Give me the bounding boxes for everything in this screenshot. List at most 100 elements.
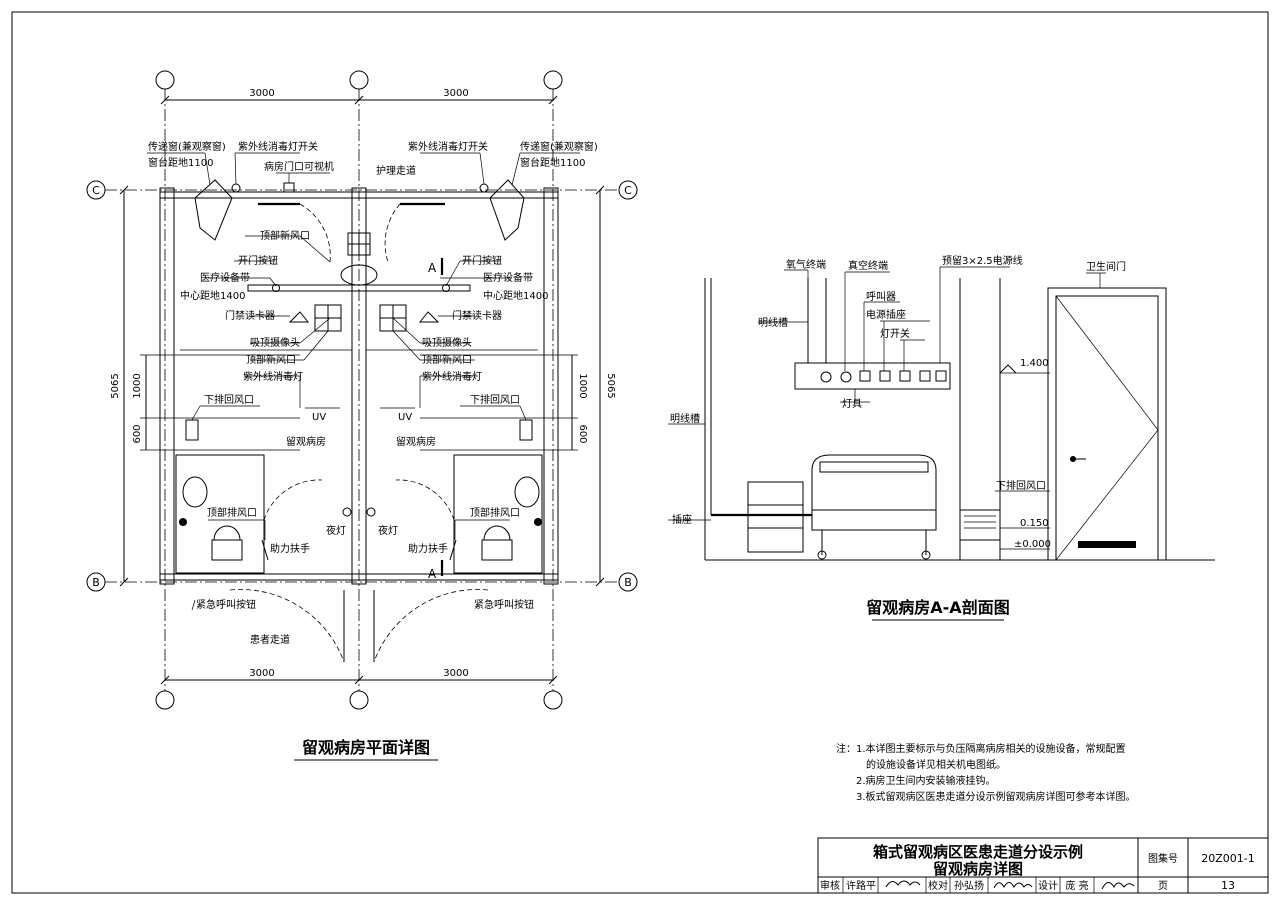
open-button-right-icon [442, 284, 450, 292]
label-caller: 呼叫器 [866, 291, 896, 303]
titleblock-review-name: 许路平 [846, 879, 876, 892]
night-light-right-icon [366, 507, 376, 517]
label-return-air-right: 下排回风口 [470, 393, 520, 406]
axis-bubble-b-right [618, 572, 638, 592]
label-lamp: 灯具 [842, 398, 862, 410]
label-uv-switch-left: 紫外线消毒灯开关 [238, 140, 318, 153]
label-night-light-right: 夜灯 [378, 524, 398, 537]
label-sill-height-left: 窗台距地1100 [148, 156, 213, 169]
label-ceiling-camera-left: 吸顶摄像头 [250, 336, 300, 349]
dim-right-total: 5065 [605, 373, 616, 398]
section-medical-band [794, 362, 951, 390]
door-viewer-icon [283, 182, 295, 193]
toilet-door [1047, 287, 1167, 561]
label-toilet-door: 卫生间门 [1086, 260, 1126, 273]
level-0: ±0.000 [1014, 539, 1051, 550]
dim-left-total: 5065 [110, 373, 121, 398]
titleblock-review-label: 审核 [820, 879, 840, 892]
door-grille [1078, 541, 1136, 548]
ceiling-camera-right-icon [418, 311, 440, 323]
label-emergency-right: 紧急呼叫按钮 [474, 598, 534, 611]
dim-1000-right: 1000 [577, 373, 588, 398]
axis-bubble-3-bottom [543, 690, 563, 710]
label-return-air-left: 下排回风口 [204, 393, 254, 406]
axis-label-b-left: B [92, 576, 100, 589]
dim-bottom-right: 3000 [443, 668, 468, 679]
dim-top-left: 3000 [249, 88, 274, 99]
signature-check [993, 882, 1033, 889]
uv-switch-left-icon [231, 183, 241, 193]
titleblock-design-label: 设计 [1038, 879, 1058, 892]
titleblock-atlas-no: 20Z001-1 [1201, 852, 1255, 865]
toilet-right [481, 525, 513, 561]
label-door-viewer: 病房门口可视机 [264, 160, 334, 173]
return-air-right [519, 419, 533, 441]
emergency-button-right-icon [534, 518, 542, 526]
axis-bubble-1-bottom [155, 690, 175, 710]
dim-bottom-left: 3000 [249, 668, 274, 679]
label-exhaust-left: 顶部排风口 [207, 506, 257, 519]
label-open-button-right: 开门按钮 [462, 254, 502, 267]
titleblock-design-name: 庞 亮 [1065, 879, 1088, 892]
label-exhaust-right: 顶部排风口 [470, 506, 520, 519]
dim-top-right: 3000 [443, 88, 468, 99]
signature-design [1101, 882, 1135, 890]
titleblock-check-name: 孙弘扬 [954, 879, 984, 892]
label-pass-window-right: 传递窗(兼观察窗) [520, 140, 598, 153]
bathroom-sink-right [514, 476, 540, 508]
wash-basin-center [340, 264, 378, 286]
notes: 注：1.本详图主要标示与负压隔离病房相关的设施设备，常规配置 的设施设备详见相关… [836, 742, 1136, 803]
label-fresh-air-right: 顶部新风口 [422, 353, 472, 366]
emergency-button-left-icon [179, 518, 187, 526]
titleblock-check-label: 校对 [928, 879, 948, 892]
ceiling-camera-left-icon [288, 311, 310, 323]
pass-window-left [194, 179, 233, 241]
uv-switch-right-icon [479, 183, 489, 193]
titleblock-title-line1: 箱式留观病区医患走道分设示例 [873, 843, 1083, 861]
hospital-bed-frame [811, 509, 937, 531]
hospital-bed-headboard [811, 454, 937, 511]
axis-bubble-c-right [618, 180, 638, 200]
label-socket: 插座 [672, 513, 692, 526]
label-vacuum: 真空终端 [848, 259, 888, 272]
section-mark-top: A [428, 261, 437, 275]
label-power-socket: 电源插座 [866, 308, 906, 321]
label-power-reserve: 预留3×2.5电源线 [942, 254, 1023, 267]
pass-window-right [489, 179, 525, 241]
plan-title: 留观病房平面详图 [302, 738, 430, 757]
label-center-height-right: 中心距地1400 [483, 289, 548, 302]
label-uv-left: UV [312, 412, 326, 423]
label-uv-right: UV [398, 412, 412, 423]
plan-view: C C B B 3000 3000 3000 3000 5065 5065 [86, 70, 638, 761]
label-patient-corridor: 患者走道 [250, 633, 290, 646]
label-fresh-air-left: 顶部新风口 [246, 353, 296, 366]
label-conduit-side: 明线槽 [670, 412, 700, 425]
label-handrail-right: 助力扶手 [408, 542, 448, 555]
label-night-light-left: 夜灯 [326, 524, 346, 537]
label-ceiling-camera-right: 吸顶摄像头 [422, 336, 472, 349]
dim-600-right: 600 [577, 424, 588, 443]
section-title: 留观病房A-A剖面图 [866, 598, 1009, 617]
label-open-button-left: 开门按钮 [238, 254, 278, 267]
note-3: 3.板式留观病区医患走道分设示例留观病房详图可参考本详图。 [856, 790, 1136, 803]
label-card-reader-left: 门禁读卡器 [225, 309, 275, 322]
bathroom-right [453, 454, 543, 574]
label-uv-lamp-right: 紫外线消毒灯 [422, 370, 482, 383]
bedside-cabinet [747, 481, 804, 553]
axis-bubble-1-top [155, 70, 175, 90]
title-block: 箱式留观病区医患走道分设示例 留观病房详图 图集号 20Z001-1 审核 许路… [817, 837, 1269, 894]
axis-label-c-right: C [624, 184, 632, 197]
label-uv-switch-right: 紫外线消毒灯开关 [408, 140, 488, 153]
label-nursing-corridor: 护理走道 [376, 164, 416, 177]
label-medical-band-left: 医疗设备带 [200, 271, 250, 284]
note-1a: 注：1.本详图主要标示与负压隔离病房相关的设施设备，常规配置 [836, 742, 1126, 755]
axis-bubble-2-bottom [349, 690, 369, 710]
label-medical-band-right: 医疗设备带 [483, 271, 533, 284]
titleblock-title-line2: 留观病房详图 [933, 860, 1023, 878]
label-center-height-left: 中心距地1400 [180, 289, 245, 302]
section-return-air [959, 509, 1001, 541]
label-fresh-air-top: 顶部新风口 [260, 229, 310, 242]
label-oxygen: 氧气终端 [786, 258, 826, 271]
note-1b: 的设施设备详见相关机电图纸。 [866, 758, 1006, 771]
